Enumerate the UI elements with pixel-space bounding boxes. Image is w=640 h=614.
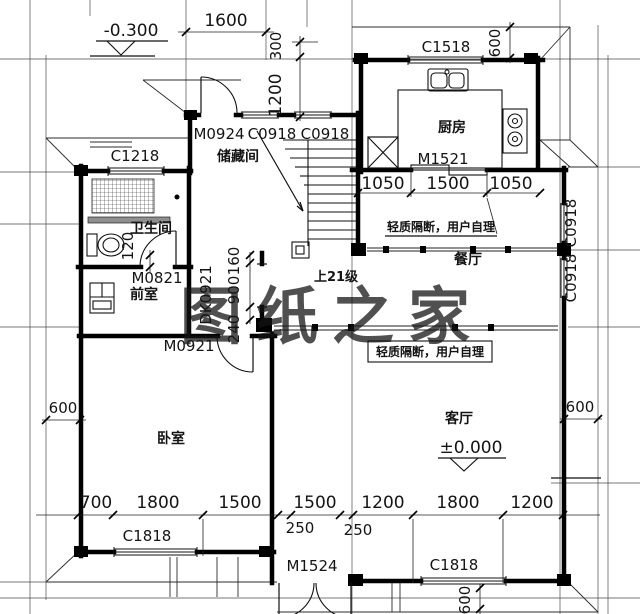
level-mark-ground xyxy=(438,457,506,472)
dim-kitchen-1500: 1500 xyxy=(426,174,469,194)
window-c0918-right-2 xyxy=(560,258,568,298)
window-c1518 xyxy=(407,55,484,65)
dim-bottom-1800-a: 1800 xyxy=(136,493,179,513)
dim-eave-300: 300 xyxy=(267,32,285,61)
room-label-dining: 餐厅 xyxy=(453,251,482,268)
level-mark-entry xyxy=(90,40,168,57)
text-layer: -0.300 1600 300 1200 600 C1518 M0924 C09… xyxy=(49,11,595,614)
room-label-living: 客厅 xyxy=(444,410,473,427)
watermark: 图纸之家 xyxy=(180,280,484,353)
dim-porch-1200: 1200 xyxy=(266,73,286,116)
dim-kitchen-1050-b: 1050 xyxy=(489,174,532,194)
dim-left-600: 600 xyxy=(49,399,78,417)
level-ground-value: ±0.000 xyxy=(440,438,503,458)
window-label-c1218: C1218 xyxy=(111,147,160,165)
dim-kitchen-1050-a: 1050 xyxy=(361,174,404,194)
stair-newel xyxy=(291,241,310,259)
fixtures xyxy=(86,68,528,314)
stairs-note: 上21级 xyxy=(314,269,359,285)
dim-bath-120: 120 xyxy=(119,232,137,261)
room-label-storage: 储藏间 xyxy=(216,148,259,165)
window-label-c0918-a: C0918 xyxy=(248,125,297,143)
room-label-kitchen: 厨房 xyxy=(438,119,466,136)
dim-top-width: 1600 xyxy=(204,11,247,31)
flue-shaft xyxy=(367,136,399,169)
dim-center-900: 900 xyxy=(225,276,243,305)
roof-eave-lines xyxy=(45,26,601,613)
columns xyxy=(74,53,571,586)
dim-bottom-1500-b: 1500 xyxy=(293,493,336,513)
kitchen-sink xyxy=(427,68,469,92)
opening-dk0921-jambs xyxy=(257,263,267,308)
dim-bottom-700: 700 xyxy=(80,493,112,513)
door-label-m0924: M0924 xyxy=(193,125,244,143)
door-m0821 xyxy=(139,230,177,268)
dim-bottom-1800-b: 1800 xyxy=(436,493,479,513)
window-c0918-top-1 xyxy=(241,111,279,119)
dim-center-160: 160 xyxy=(225,247,243,276)
room-label-bathroom: 卫生间 xyxy=(130,220,172,237)
light-partitions xyxy=(274,246,558,331)
door-m1524-double xyxy=(278,582,352,614)
door-m0924 xyxy=(200,76,238,114)
dim-right-600: 600 xyxy=(566,398,595,416)
window-label-c0918-b: C0918 xyxy=(301,125,350,143)
window-label-c0918-right-a: C0918 xyxy=(562,199,580,248)
door-label-m1521: M1521 xyxy=(417,150,468,168)
window-label-c1818-bedroom: C1818 xyxy=(123,527,172,545)
kitchen-stove xyxy=(502,108,528,154)
window-label-c1818-living: C1818 xyxy=(430,556,479,574)
room-label-anteroom: 前室 xyxy=(130,286,158,303)
shower-area xyxy=(87,178,180,224)
kitchen-counter xyxy=(397,89,503,169)
staircase xyxy=(256,130,356,259)
window-label-c1518: C1518 xyxy=(422,38,471,56)
dim-bottom-right-600: 600 xyxy=(456,586,474,614)
room-label-bedroom: 卧室 xyxy=(157,430,185,447)
level-entry-value: -0.300 xyxy=(104,21,159,41)
stair-break-arrow xyxy=(256,130,304,212)
dim-top-right-600: 600 xyxy=(486,29,504,58)
washbasin xyxy=(89,282,115,314)
dim-center-240: 240 xyxy=(225,315,243,344)
window-c1218 xyxy=(107,166,165,176)
dim-bottom-1200-b: 1200 xyxy=(510,493,553,513)
door-label-m0921: M0921 xyxy=(163,337,214,355)
note-frames xyxy=(367,197,498,363)
partition-note-dining: 轻质隔断，用户自理 xyxy=(387,219,495,234)
toilet xyxy=(86,233,125,257)
walls xyxy=(75,55,569,586)
dim-bottom-1500-a: 1500 xyxy=(218,493,261,513)
partition-note-living: 轻质隔断，用户自理 xyxy=(376,344,484,359)
dim-bottom-1200-a: 1200 xyxy=(361,493,404,513)
opening-label-dk0921: DK0921 xyxy=(197,265,215,325)
dim-sub-250-b: 250 xyxy=(344,521,373,539)
dimension-lines xyxy=(36,22,603,614)
window-c1818-living xyxy=(420,576,507,586)
door-label-m0821: M0821 xyxy=(131,269,182,287)
window-c1818-bedroom xyxy=(113,547,198,557)
windows xyxy=(107,55,568,586)
window-c0918-right-1 xyxy=(560,203,568,243)
door-m0921 xyxy=(216,335,254,373)
door-label-m1524: M1524 xyxy=(286,557,337,575)
dim-sub-250-a: 250 xyxy=(286,519,315,537)
level-symbols xyxy=(90,40,506,472)
window-label-c0918-right-b: C0918 xyxy=(562,254,580,303)
